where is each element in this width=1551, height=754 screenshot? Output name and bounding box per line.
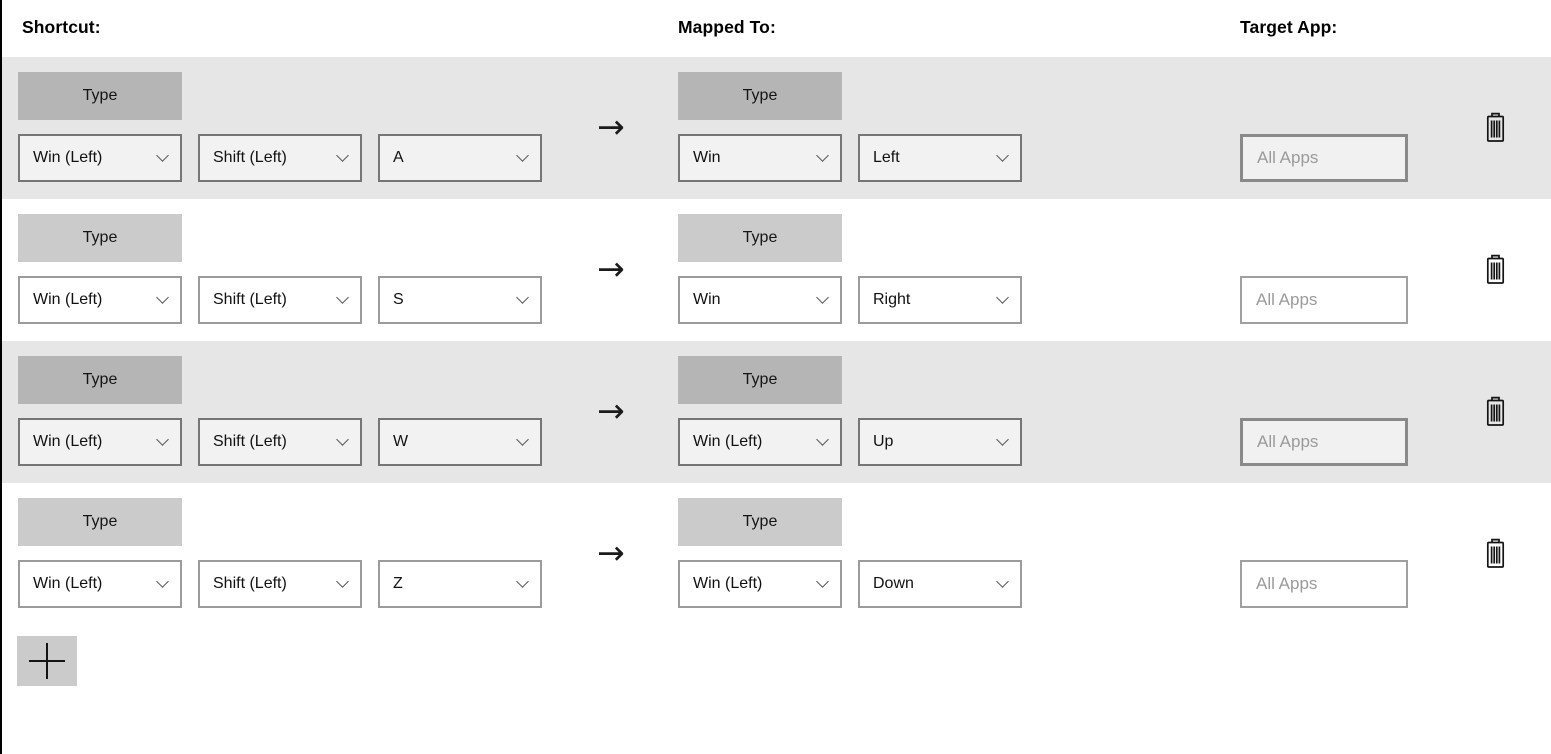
shortcut-key-dropdown[interactable]: Z bbox=[378, 560, 542, 608]
arrow-right-icon: → bbox=[597, 107, 625, 146]
shortcut-modifier-dropdown-1[interactable]: Win (Left) bbox=[18, 418, 182, 466]
trash-icon bbox=[1486, 396, 1504, 426]
shortcut-key-dropdown[interactable]: W bbox=[378, 418, 542, 466]
type-mapped-button[interactable]: Type bbox=[678, 72, 842, 120]
target-app-input[interactable] bbox=[1240, 418, 1408, 466]
delete-remap-button[interactable] bbox=[1476, 249, 1514, 289]
mapped-key-dropdown-1[interactable]: Win bbox=[678, 276, 842, 324]
remap-row: Type Win (Left) Shift (Left) Z → Type Wi… bbox=[2, 483, 1551, 625]
dropdown-selected-value: A bbox=[393, 149, 404, 166]
chevron-down-icon bbox=[516, 149, 529, 162]
shortcut-modifier-dropdown-1[interactable]: Win (Left) bbox=[18, 134, 182, 182]
remap-row: Type Win (Left) Shift (Left) A → Type Wi… bbox=[2, 57, 1551, 199]
chevron-down-icon bbox=[996, 291, 1009, 304]
remap-row: Type Win (Left) Shift (Left) S → Type Wi… bbox=[2, 199, 1551, 341]
shortcut-key-dropdown[interactable]: A bbox=[378, 134, 542, 182]
type-mapped-button[interactable]: Type bbox=[678, 214, 842, 262]
chevron-down-icon bbox=[516, 433, 529, 446]
chevron-down-icon bbox=[156, 433, 169, 446]
chevron-down-icon bbox=[156, 575, 169, 588]
chevron-down-icon bbox=[996, 433, 1009, 446]
trash-icon bbox=[1486, 538, 1504, 568]
chevron-down-icon bbox=[156, 291, 169, 304]
chevron-down-icon bbox=[156, 149, 169, 162]
dropdown-selected-value: Win bbox=[693, 149, 721, 166]
mapped-key-dropdown-1[interactable]: Win bbox=[678, 134, 842, 182]
target-app-column-header: Target App: bbox=[1240, 17, 1338, 37]
chevron-down-icon bbox=[336, 291, 349, 304]
shortcut-key-dropdown[interactable]: S bbox=[378, 276, 542, 324]
dropdown-selected-value: Win (Left) bbox=[33, 291, 103, 308]
trash-icon bbox=[1486, 112, 1504, 142]
mapped-key-dropdown-1[interactable]: Win (Left) bbox=[678, 560, 842, 608]
shortcut-modifier-dropdown-2[interactable]: Shift (Left) bbox=[198, 560, 362, 608]
mapped-key-dropdown-2[interactable]: Down bbox=[858, 560, 1022, 608]
type-shortcut-button[interactable]: Type bbox=[18, 214, 182, 262]
dropdown-selected-value: Win (Left) bbox=[693, 575, 763, 592]
delete-remap-button[interactable] bbox=[1476, 533, 1514, 573]
shortcut-modifier-dropdown-1[interactable]: Win (Left) bbox=[18, 276, 182, 324]
shortcut-modifier-dropdown-2[interactable]: Shift (Left) bbox=[198, 418, 362, 466]
target-app-input[interactable] bbox=[1240, 134, 1408, 182]
mapped-key-dropdown-2[interactable]: Up bbox=[858, 418, 1022, 466]
dropdown-selected-value: Right bbox=[873, 291, 911, 308]
chevron-down-icon bbox=[816, 291, 829, 304]
mapped-key-dropdown-1[interactable]: Win (Left) bbox=[678, 418, 842, 466]
chevron-down-icon bbox=[816, 433, 829, 446]
type-shortcut-button[interactable]: Type bbox=[18, 72, 182, 120]
shortcut-modifier-dropdown-2[interactable]: Shift (Left) bbox=[198, 134, 362, 182]
mapped-to-column-header: Mapped To: bbox=[678, 17, 776, 37]
shortcut-modifier-dropdown-2[interactable]: Shift (Left) bbox=[198, 276, 362, 324]
arrow-right-icon: → bbox=[597, 391, 625, 430]
dropdown-selected-value: Left bbox=[873, 149, 900, 166]
shortcut-column-header: Shortcut: bbox=[22, 17, 101, 37]
dropdown-selected-value: Shift (Left) bbox=[213, 433, 287, 450]
add-remap-button[interactable] bbox=[17, 636, 77, 686]
type-shortcut-button[interactable]: Type bbox=[18, 498, 182, 546]
arrow-right-icon: → bbox=[597, 533, 625, 572]
remap-row: Type Win (Left) Shift (Left) W → Type Wi… bbox=[2, 341, 1551, 483]
dropdown-selected-value: Shift (Left) bbox=[213, 575, 287, 592]
chevron-down-icon bbox=[816, 149, 829, 162]
type-mapped-button[interactable]: Type bbox=[678, 498, 842, 546]
type-mapped-button[interactable]: Type bbox=[678, 356, 842, 404]
trash-icon bbox=[1486, 254, 1504, 284]
target-app-input[interactable] bbox=[1240, 276, 1408, 324]
dropdown-selected-value: Win (Left) bbox=[33, 575, 103, 592]
dropdown-selected-value: Up bbox=[873, 433, 894, 450]
chevron-down-icon bbox=[996, 149, 1009, 162]
shortcut-modifier-dropdown-1[interactable]: Win (Left) bbox=[18, 560, 182, 608]
target-app-input[interactable] bbox=[1240, 560, 1408, 608]
dropdown-selected-value: W bbox=[393, 433, 409, 450]
arrow-right-icon: → bbox=[597, 249, 625, 288]
chevron-down-icon bbox=[516, 291, 529, 304]
dropdown-selected-value: Shift (Left) bbox=[213, 149, 287, 166]
dropdown-selected-value: Win (Left) bbox=[693, 433, 763, 450]
dropdown-selected-value: S bbox=[393, 291, 404, 308]
type-shortcut-button[interactable]: Type bbox=[18, 356, 182, 404]
chevron-down-icon bbox=[816, 575, 829, 588]
dropdown-selected-value: Win (Left) bbox=[33, 149, 103, 166]
chevron-down-icon bbox=[996, 575, 1009, 588]
dropdown-selected-value: Win bbox=[693, 291, 721, 308]
dropdown-selected-value: Down bbox=[873, 575, 914, 592]
mapped-key-dropdown-2[interactable]: Left bbox=[858, 134, 1022, 182]
window-edge-divider bbox=[0, 0, 2, 754]
dropdown-selected-value: Z bbox=[393, 575, 403, 592]
mapped-key-dropdown-2[interactable]: Right bbox=[858, 276, 1022, 324]
delete-remap-button[interactable] bbox=[1476, 107, 1514, 147]
dropdown-selected-value: Shift (Left) bbox=[213, 291, 287, 308]
dropdown-selected-value: Win (Left) bbox=[33, 433, 103, 450]
chevron-down-icon bbox=[336, 575, 349, 588]
chevron-down-icon bbox=[516, 575, 529, 588]
chevron-down-icon bbox=[336, 149, 349, 162]
chevron-down-icon bbox=[336, 433, 349, 446]
delete-remap-button[interactable] bbox=[1476, 391, 1514, 431]
